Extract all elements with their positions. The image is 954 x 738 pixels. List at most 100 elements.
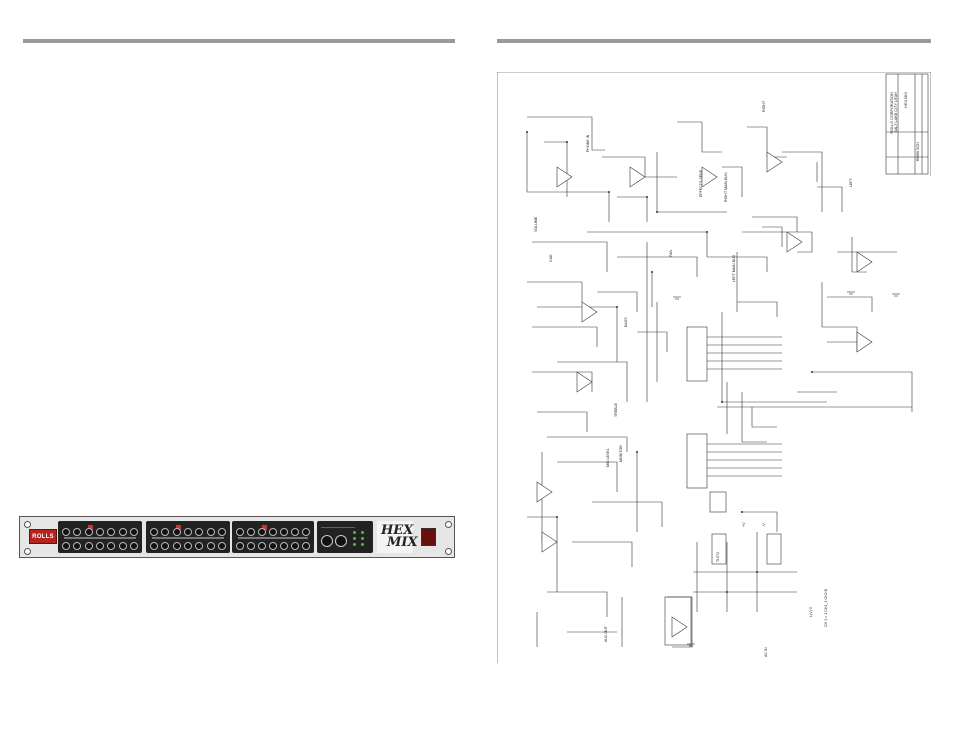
- knob[interactable]: [84, 541, 93, 550]
- knob[interactable]: [291, 541, 299, 550]
- knob[interactable]: [172, 527, 181, 536]
- knob[interactable]: [302, 527, 310, 536]
- label-pan: PAN: [669, 249, 673, 257]
- label-ic: TL072: [716, 552, 720, 562]
- knob[interactable]: [118, 541, 127, 550]
- power-regulator: [709, 491, 727, 513]
- connector-header-lower: [686, 433, 708, 489]
- knob[interactable]: [291, 527, 299, 536]
- rack-ear-hole: [445, 548, 452, 555]
- label-left: LEFT: [849, 177, 853, 187]
- knob[interactable]: [206, 541, 215, 550]
- knob[interactable]: [269, 527, 277, 536]
- power-regulator: [711, 533, 727, 565]
- knob[interactable]: [236, 527, 244, 536]
- label-ac-in: AC IN: [764, 647, 768, 657]
- label-mid-level: MID LEVEL: [606, 448, 610, 467]
- hex-mix-wordmark: HEX MIX: [377, 521, 418, 553]
- knob[interactable]: [73, 527, 82, 536]
- master-knob[interactable]: [335, 535, 347, 547]
- knob[interactable]: [217, 527, 226, 536]
- rack-ear-hole: [24, 521, 31, 528]
- knob[interactable]: [95, 527, 104, 536]
- knob[interactable]: [129, 527, 138, 536]
- channel-knob-row: [62, 540, 138, 551]
- label-channel-output: CH 1 = 1 CH1_1 CH2 B: [824, 588, 828, 627]
- knob[interactable]: [247, 541, 255, 550]
- schematic-frame: [497, 72, 931, 663]
- knob[interactable]: [107, 541, 116, 550]
- knob[interactable]: [183, 527, 192, 536]
- channel-knob-row: [150, 540, 226, 551]
- knob[interactable]: [217, 541, 226, 550]
- led-indicator: [353, 537, 356, 540]
- knob[interactable]: [236, 541, 244, 550]
- schematic-labels: ROLLS CORPORATION SALT LAKE CITY UTAH HE…: [534, 92, 920, 657]
- label-volume: VOLUME: [534, 216, 538, 232]
- knob[interactable]: [302, 541, 310, 550]
- knob[interactable]: [280, 541, 288, 550]
- label-cue: CUE: [549, 254, 553, 262]
- knob[interactable]: [150, 527, 158, 536]
- label-right: RIGHT: [762, 100, 766, 112]
- knob[interactable]: [62, 541, 70, 550]
- ac-input-block: [664, 596, 692, 646]
- label-right-main-bus: RIGHT MAIN BUS: [724, 172, 728, 202]
- knob[interactable]: [161, 527, 170, 536]
- ground-symbols: [673, 291, 900, 647]
- channel-marker: [262, 525, 267, 530]
- label-left-main-bus: LEFT MAIN BUS: [732, 254, 736, 282]
- led-indicator: [361, 537, 364, 540]
- master-accent-line: [321, 527, 355, 528]
- title-company: ROLLS CORPORATION: [890, 92, 894, 134]
- knob[interactable]: [269, 541, 277, 550]
- power-regulator: [766, 533, 782, 565]
- knob[interactable]: [247, 527, 255, 536]
- title-block: [885, 73, 929, 175]
- label-neg-rail: -V: [762, 523, 766, 527]
- knob[interactable]: [183, 541, 192, 550]
- channel-knob-row: [62, 526, 138, 537]
- master-section: [317, 521, 373, 553]
- rack-ear-hole: [445, 521, 452, 528]
- knob[interactable]: [150, 541, 158, 550]
- knob[interactable]: [172, 541, 181, 550]
- wordmark-line1: HEX: [381, 523, 414, 538]
- knob[interactable]: [258, 541, 266, 550]
- junction-dots: [526, 131, 813, 593]
- power-switch[interactable]: [421, 528, 436, 546]
- master-knob[interactable]: [321, 535, 333, 547]
- knob[interactable]: [195, 527, 204, 536]
- channel-group-3: [232, 521, 314, 553]
- label-monitor: MONITOR: [619, 445, 623, 462]
- knob[interactable]: [73, 541, 82, 550]
- knob[interactable]: [258, 527, 266, 536]
- title-docno: RM65 SCH: [916, 142, 920, 161]
- circuit-schematic: ROLLS CORPORATION SALT LAKE CITY UTAH HE…: [497, 72, 931, 663]
- knob[interactable]: [206, 527, 215, 536]
- label-pos-rail: +V: [742, 522, 746, 527]
- label-bass: BASS: [624, 317, 628, 327]
- knob[interactable]: [95, 541, 104, 550]
- channel-knob-row: [150, 526, 226, 537]
- knob[interactable]: [280, 527, 288, 536]
- knob[interactable]: [107, 527, 116, 536]
- connector-header-upper: [686, 326, 708, 382]
- knob[interactable]: [62, 527, 70, 536]
- channel-knob-row: [236, 526, 310, 537]
- channel-divider: [152, 537, 224, 539]
- knob[interactable]: [129, 541, 138, 550]
- knob[interactable]: [118, 527, 127, 536]
- led-indicator: [361, 543, 364, 546]
- led-indicator: [353, 531, 356, 534]
- knob[interactable]: [84, 527, 93, 536]
- led-indicator: [353, 543, 356, 546]
- channel-knob-row: [236, 540, 310, 551]
- left-header-rule: [23, 39, 455, 43]
- title-address: SALT LAKE CITY UTAH: [894, 92, 898, 133]
- led-indicator: [361, 531, 364, 534]
- knob[interactable]: [161, 541, 170, 550]
- label-aux-out: AUX OUT: [604, 625, 608, 642]
- knob[interactable]: [195, 541, 204, 550]
- channel-divider: [238, 537, 308, 539]
